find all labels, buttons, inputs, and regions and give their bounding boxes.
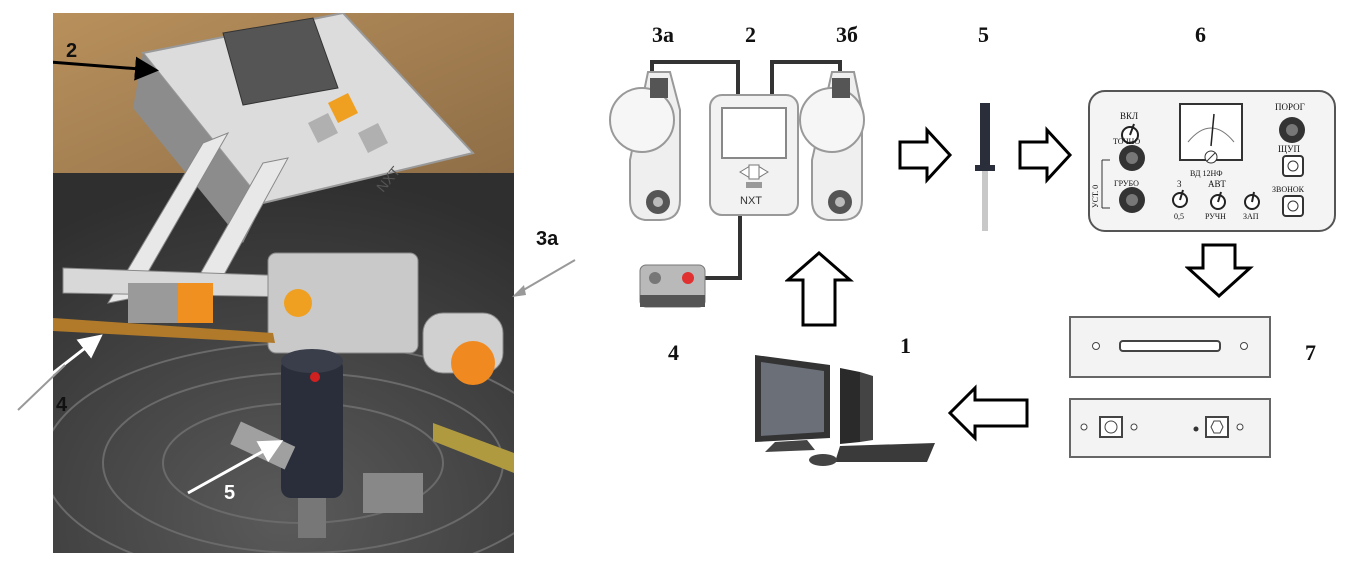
probe-icon [975, 103, 995, 231]
panel-threshold: ПОРОГ [1275, 102, 1305, 112]
label-motor-3a: 3а [652, 22, 674, 47]
label-detector-6: 6 [1195, 22, 1206, 47]
label-interface-7: 7 [1305, 340, 1316, 365]
arrow-probe-to-detector [1018, 126, 1073, 184]
photo-illustration: NXT [53, 13, 514, 553]
photo-arrow-3a [512, 259, 576, 297]
motor-a-icon [609, 71, 681, 221]
mouse-icon [809, 454, 837, 466]
photo-label-5: 5 [224, 482, 236, 504]
panel-range-3: 3 [1177, 179, 1182, 189]
photo-arrow-4 [53, 334, 103, 375]
interface-slot [1119, 340, 1221, 352]
label-probe-5: 5 [978, 22, 989, 47]
panel-model: ВД 12НФ [1190, 169, 1223, 178]
panel-coarse: ГРУБО [1114, 179, 1139, 188]
orange-part-photo [173, 283, 213, 323]
cable-sensor [705, 215, 742, 280]
label-nxt-2: 2 [745, 22, 756, 47]
photo-arrow-2 [53, 56, 159, 81]
panel-probe-jack: ЩУП [1278, 144, 1300, 154]
photo-arrow-4-tail [17, 364, 66, 411]
label-computer-1: 1 [900, 333, 911, 358]
computer-icon [755, 355, 935, 466]
photo-label-2: 2 [66, 40, 78, 62]
photo-arrow-5 [187, 440, 284, 495]
detector-panel: ВКЛ ТОЧНО ГРУБО УСТ. 0 ВД 12НФ ПОРОГ ЩУП… [1088, 90, 1336, 232]
panel-zero-set: УСТ. 0 [1091, 185, 1100, 208]
panel-on: ВКЛ [1120, 111, 1138, 121]
photo-label-4: 4 [56, 394, 68, 416]
panel-auto: АВТ [1208, 179, 1226, 189]
photo-label-3a: 3а [536, 228, 559, 250]
arrow-computer-to-nxt [785, 251, 855, 327]
motor-b-icon [799, 71, 865, 221]
light-sensor-icon [639, 264, 706, 308]
probe-photo [281, 349, 343, 538]
photo-arrows [53, 56, 284, 495]
interface-unit [1069, 316, 1271, 458]
arrow-detector-to-interface [1185, 243, 1254, 299]
label-sensor-4: 4 [668, 340, 679, 365]
lego-schematic: NXT [609, 60, 865, 308]
label-motor-3b: 3б [836, 22, 858, 47]
panel-range-05: 0,5 [1174, 212, 1184, 221]
nxt-brick-icon: NXT [709, 94, 799, 216]
panel-bell: ЗВОНОК [1272, 185, 1305, 194]
cable-motor-b [770, 60, 842, 98]
detector-panel-drawing: ВКЛ ТОЧНО ГРУБО УСТ. 0 ВД 12НФ ПОРОГ ЩУП… [1088, 90, 1336, 232]
tower-icon [840, 368, 860, 444]
panel-store: ЗАП [1243, 212, 1259, 221]
arrow-interface-to-computer [947, 384, 1029, 442]
device-photo: NXT [53, 13, 514, 553]
panel-manual: РУЧН [1205, 212, 1226, 221]
keyboard-icon [835, 443, 935, 462]
nxt-brick-photo: NXT [133, 13, 475, 243]
arrow-nxt-to-probe [898, 126, 953, 184]
nxt-text: NXT [740, 195, 762, 207]
motor-photo [267, 252, 504, 385]
brass-rod-photo [53, 318, 275, 343]
panel-fine: ТОЧНО [1113, 137, 1140, 146]
cable-motor-a [650, 60, 740, 98]
